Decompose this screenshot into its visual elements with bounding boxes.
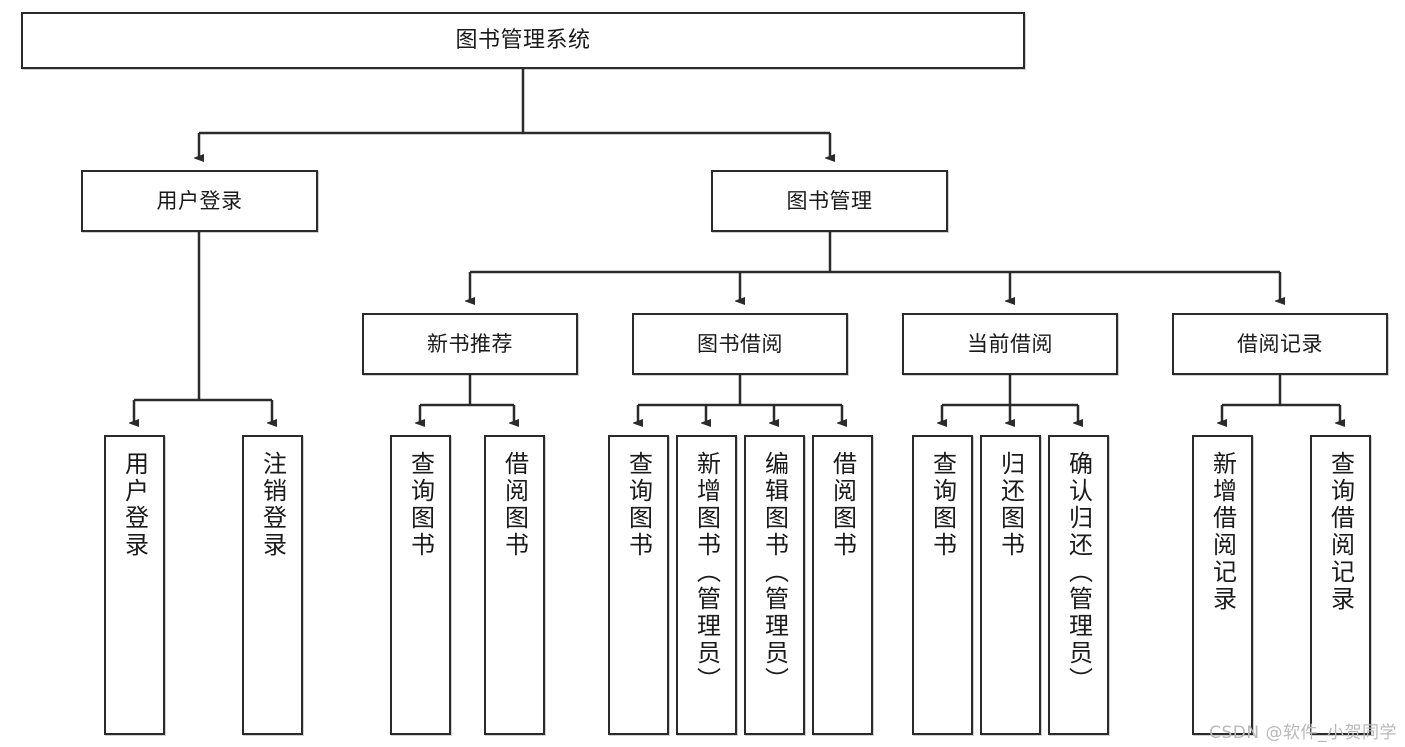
leaf-user-login-login[interactable]: 用户登录	[104, 435, 165, 735]
node-label: 图书管理	[786, 188, 873, 213]
node-label: 注销登录	[258, 451, 287, 559]
node-label: 借阅记录	[1237, 331, 1323, 356]
leaf-borrow-add-book[interactable]: 新增图书（管理员）	[676, 435, 737, 735]
node-label: 新增借阅记录	[1208, 451, 1237, 613]
leaf-record-query[interactable]: 查询借阅记录	[1310, 435, 1371, 735]
node-borrow-record[interactable]: 借阅记录	[1172, 313, 1388, 375]
node-label: 查询图书	[928, 451, 957, 559]
node-label: 确认归还（管理员）	[1064, 451, 1093, 694]
leaf-current-confirm-return[interactable]: 确认归还（管理员）	[1048, 435, 1109, 735]
node-label: 编辑图书（管理员）	[760, 451, 789, 694]
leaf-new-book-borrow[interactable]: 借阅图书	[484, 435, 545, 735]
leaf-new-book-query[interactable]: 查询图书	[390, 435, 451, 735]
node-label: 查询图书	[624, 451, 653, 559]
node-label: 用户登录	[120, 451, 149, 559]
leaf-borrow-borrow-book[interactable]: 借阅图书	[812, 435, 873, 735]
node-new-book-recommend[interactable]: 新书推荐	[362, 313, 578, 375]
leaf-current-query-book[interactable]: 查询图书	[912, 435, 973, 735]
node-label: 用户登录	[156, 188, 243, 213]
node-label: 借阅图书	[828, 451, 857, 559]
node-label: 新增图书（管理员）	[692, 451, 721, 694]
node-label: 图书管理系统	[455, 27, 591, 53]
leaf-borrow-query-book[interactable]: 查询图书	[608, 435, 669, 735]
node-label: 查询图书	[406, 451, 435, 559]
node-user-login[interactable]: 用户登录	[81, 170, 318, 232]
leaf-record-add[interactable]: 新增借阅记录	[1192, 435, 1253, 735]
leaf-user-login-logout[interactable]: 注销登录	[242, 435, 303, 735]
node-label: 新书推荐	[427, 331, 513, 356]
node-label: 图书借阅	[697, 331, 783, 356]
node-current-borrow[interactable]: 当前借阅	[902, 313, 1118, 375]
leaf-current-return-book[interactable]: 归还图书	[980, 435, 1041, 735]
watermark-text: CSDN @软件_小贺同学	[1209, 723, 1397, 743]
node-book-borrow[interactable]: 图书借阅	[632, 313, 848, 375]
node-book-management[interactable]: 图书管理	[711, 170, 948, 232]
node-label: 归还图书	[996, 451, 1025, 559]
node-label: 当前借阅	[967, 331, 1053, 356]
node-label: 借阅图书	[500, 451, 529, 559]
node-root-system[interactable]: 图书管理系统	[21, 12, 1025, 69]
leaf-borrow-edit-book[interactable]: 编辑图书（管理员）	[744, 435, 805, 735]
node-label: 查询借阅记录	[1326, 451, 1355, 613]
